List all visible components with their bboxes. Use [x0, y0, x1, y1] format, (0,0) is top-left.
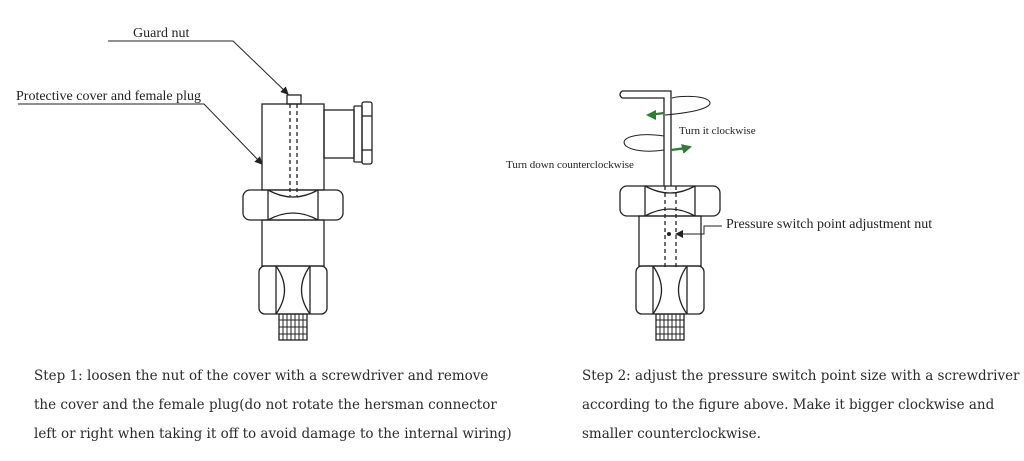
- turn-counterclockwise-label: Turn down counterclockwise: [506, 159, 634, 171]
- step1-caption-line: left or right when taking it off to avoi…: [34, 426, 512, 442]
- step1-caption-line: the cover and the female plug(do not rot…: [34, 397, 497, 413]
- step1-caption: Step 1: loosen the nut of the cover with…: [34, 362, 512, 449]
- guard-nut-label: Guard nut: [133, 26, 189, 41]
- clockwise-orbit-back: [664, 95, 711, 116]
- clockwise-arrow: [646, 109, 665, 120]
- step2-caption: Step 2: adjust the pressure switch point…: [582, 362, 1020, 449]
- figure2-sensor-drawing: [619, 90, 721, 341]
- guard-nut-slot: [286, 94, 302, 105]
- step2-caption-line: Step 2: adjust the pressure switch point…: [582, 368, 1020, 384]
- step1-caption-line: Step 1: loosen the nut of the cover with…: [34, 368, 489, 384]
- protective-cover-leader: [18, 103, 263, 165]
- step2-caption-line: according to the figure above. Make it b…: [582, 397, 995, 413]
- sensor-body: [261, 219, 325, 267]
- counterclockwise-arrow: [670, 144, 692, 154]
- hex-nut-lower-fig2: [635, 265, 705, 315]
- hex-nut-upper: [242, 189, 344, 221]
- rotation-arrows: [623, 95, 711, 154]
- hex-nut-lower: [258, 265, 328, 315]
- adjustment-nut-label: Pressure switch point adjustment nut: [726, 217, 932, 232]
- counterclockwise-orbit-back: [623, 134, 665, 152]
- screwdriver-shaft: [622, 90, 672, 186]
- guard-nut-leader: [108, 40, 289, 95]
- figure1-leaders: [18, 40, 289, 165]
- female-plug: [323, 109, 355, 159]
- turn-clockwise-label: Turn it clockwise: [679, 125, 756, 137]
- adjustment-nut-point: [667, 232, 671, 236]
- protective-cover: [261, 103, 325, 191]
- plug-cap: [361, 101, 373, 165]
- step2-caption-line: smaller counterclockwise.: [582, 426, 761, 442]
- hex-nut-upper-fig2: [619, 185, 721, 217]
- sensor-body-fig2: [638, 215, 702, 267]
- protective-cover-label: Protective cover and female plug: [16, 89, 201, 104]
- plug-flange: [353, 105, 363, 163]
- figure1-sensor-drawing: [242, 94, 373, 341]
- adjustment-nut-leader: [675, 225, 722, 238]
